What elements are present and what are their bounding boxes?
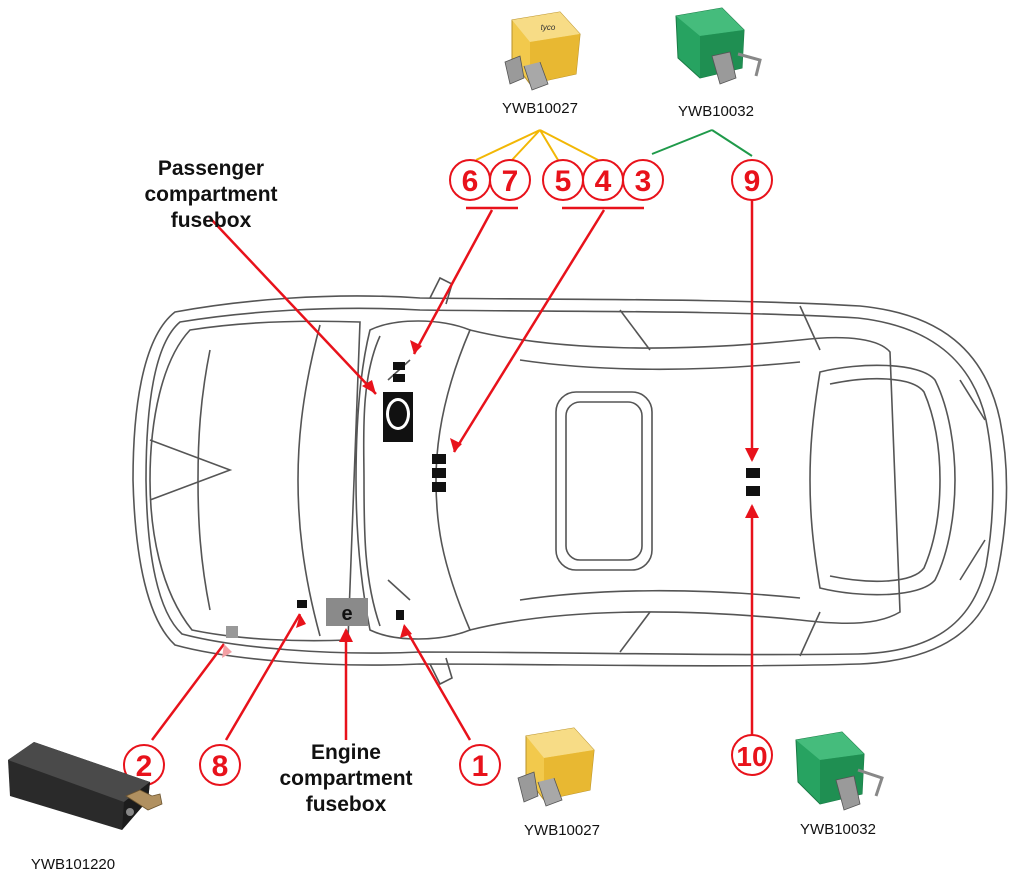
marker-8 [297, 600, 307, 608]
pointer-lines [151, 200, 754, 741]
engine-fusebox-marker [326, 598, 368, 626]
marker-3-4-5 [432, 454, 446, 464]
sunroof [555, 391, 653, 571]
hood [149, 320, 361, 642]
callout-7-circle [489, 159, 531, 201]
relay-brand-text: tyco [541, 23, 556, 32]
car-outline [132, 276, 1008, 686]
callout-3-circle [622, 159, 664, 201]
marker-2 [226, 626, 238, 638]
mirror-top [429, 276, 453, 305]
passenger-fusebox-label-line1: Passenger [157, 157, 265, 180]
pointer-3-4-5 [452, 209, 606, 453]
pointer-8 [224, 613, 302, 741]
callout-2: 2 [136, 750, 153, 783]
part-label-bottom-green: YWB10032 [800, 821, 876, 838]
pointer-passenger-fusebox [209, 217, 377, 395]
engine-fusebox-label-line1: Engine [310, 741, 381, 764]
relay-green-bottom-image [795, 731, 884, 811]
arrow-heads [222, 340, 759, 658]
callout-10: 10 [736, 741, 767, 772]
callout-4: 4 [595, 165, 612, 198]
engine-fusebox-label-line2: compartment [279, 767, 413, 790]
relay-black-image [8, 742, 163, 830]
callout-1: 1 [472, 750, 489, 783]
callout-7: 7 [502, 165, 519, 198]
callouts [123, 159, 773, 786]
callout-numbers: 6 7 5 4 3 9 2 8 1 10 [136, 165, 768, 783]
pointer-6-7 [412, 209, 494, 355]
marker-9-10 [746, 468, 760, 478]
callout-1-circle [459, 744, 501, 786]
callout-5: 5 [555, 165, 572, 198]
passenger-fusebox-label-line3: fusebox [170, 209, 252, 232]
part-label-top-green: YWB10032 [678, 103, 754, 120]
mirror-bottom [429, 657, 453, 686]
yellow-bracket [475, 129, 599, 161]
rear-window [809, 364, 956, 596]
passenger-fusebox-label-line2: compartment [144, 183, 278, 206]
passenger-fusebox-label: Passenger compartment fusebox [116, 156, 306, 234]
pointer-1 [402, 625, 472, 741]
callout-9-circle [731, 159, 773, 201]
part-label-top-yellow: YWB10027 [502, 100, 578, 117]
svg-text:e: e [341, 603, 352, 625]
callout-9: 9 [744, 165, 761, 198]
car-body [132, 295, 1008, 667]
relay-markers: e [226, 362, 760, 638]
part-label-bottom-yellow: YWB10027 [524, 822, 600, 839]
roof [469, 329, 901, 631]
callout-8: 8 [212, 750, 229, 783]
engine-fusebox-label: Engine compartment fusebox [256, 740, 436, 818]
relay-yellow-bottom-image [517, 727, 595, 807]
part-label-black: YWB101220 [30, 856, 116, 873]
pointer-2 [151, 643, 225, 741]
marker-1 [396, 610, 404, 620]
marker-6-7 [393, 362, 405, 370]
relay-yellow-top-image: tyco [504, 11, 581, 91]
callout-8-circle [199, 744, 241, 786]
callout-3: 3 [635, 165, 652, 198]
bracket-lines [475, 129, 753, 161]
callout-10-circle [731, 734, 773, 776]
windshield [355, 320, 472, 640]
engine-fusebox-label-line3: fusebox [305, 793, 387, 816]
callout-6: 6 [462, 165, 479, 198]
relay-green-top-image [675, 7, 762, 85]
green-bracket [651, 129, 753, 157]
